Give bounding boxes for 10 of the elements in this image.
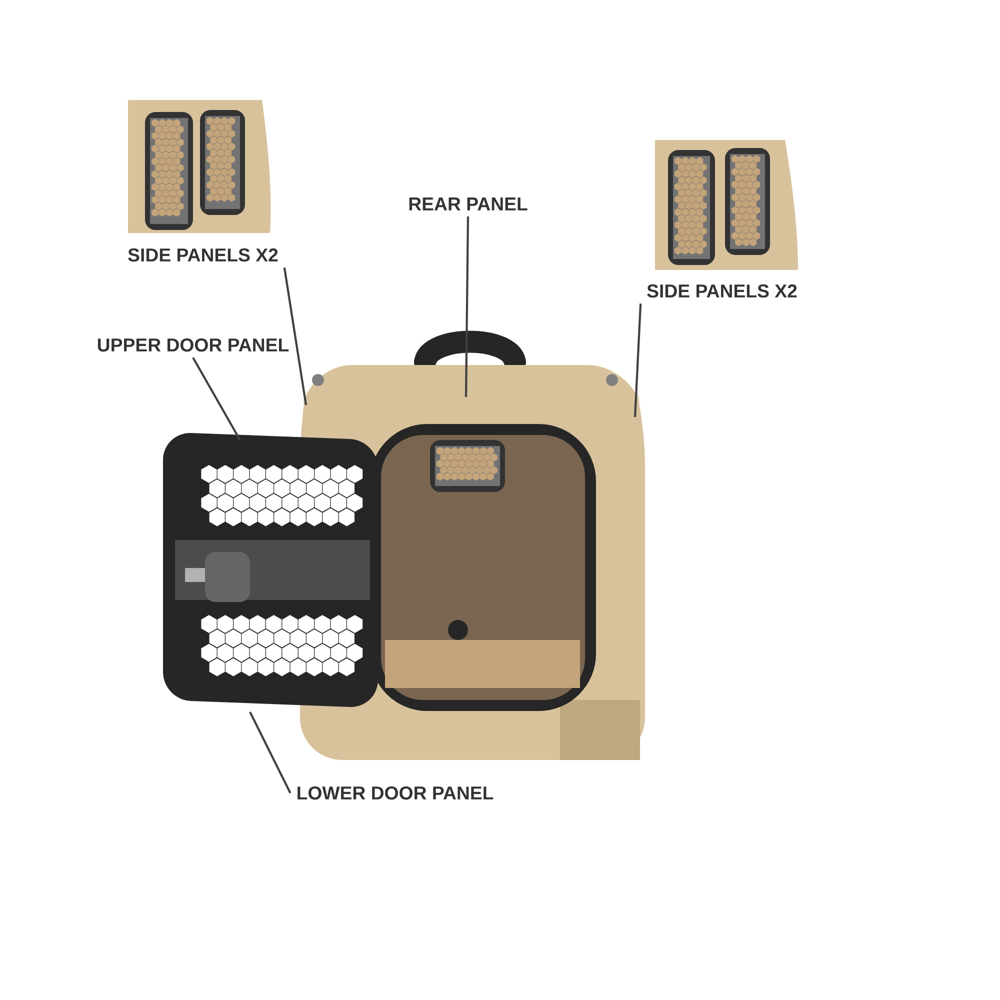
leader-line <box>634 304 642 418</box>
leader-line <box>464 216 470 398</box>
part-label: SIDE PANELS X2 <box>647 284 797 298</box>
part-label: UPPER DOOR PANEL <box>98 338 289 352</box>
leader-line <box>249 712 292 794</box>
part-label: LOWER DOOR PANEL <box>298 786 494 800</box>
leader-line <box>192 357 241 441</box>
part-label: SIDE PANELS X2 <box>128 248 278 262</box>
leader-line <box>283 267 308 406</box>
part-label: REAR PANEL <box>409 198 528 210</box>
